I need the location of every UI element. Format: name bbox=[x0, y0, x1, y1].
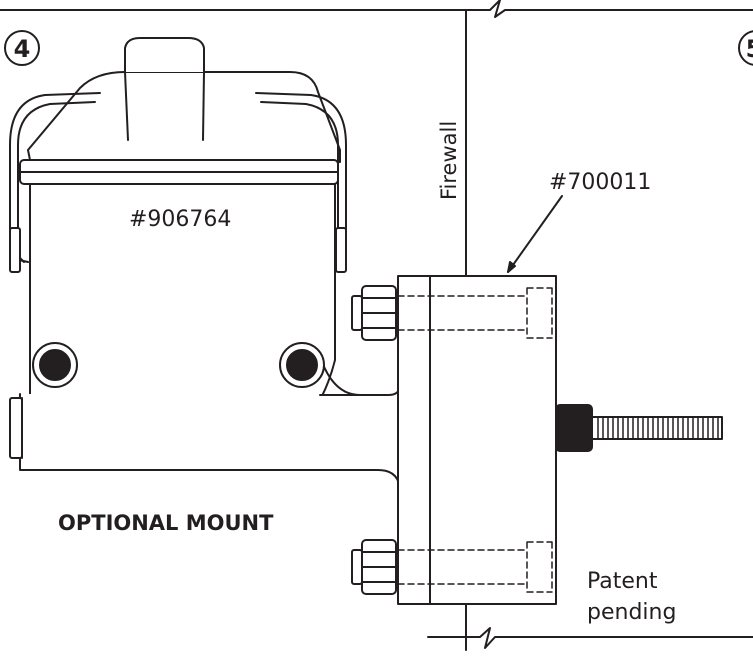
hidden-bolt-top bbox=[397, 287, 553, 339]
optional-mount-caption: OPTIONAL MOUNT bbox=[58, 511, 274, 535]
adapter-leader bbox=[507, 195, 563, 273]
hidden-bolt-bottom bbox=[397, 541, 553, 593]
bail-wire-right bbox=[255, 92, 347, 263]
patent-line-1: Patent bbox=[587, 569, 658, 594]
master-cylinder bbox=[9, 37, 417, 576]
reservoir-cap bbox=[27, 71, 341, 163]
bottom-break-line bbox=[427, 627, 753, 649]
rod-threads bbox=[597, 417, 719, 439]
adapter-part-number: #700011 bbox=[549, 170, 652, 195]
step-4-badge: 4 bbox=[4, 30, 40, 66]
cap-center-raised bbox=[124, 37, 205, 73]
step-4-number: 4 bbox=[14, 35, 31, 63]
firewall-label: Firewall bbox=[437, 120, 461, 200]
pushrod-assembly bbox=[555, 404, 723, 452]
patent-line-2: pending bbox=[587, 600, 677, 625]
master-cylinder-part-number: #906764 bbox=[129, 207, 232, 232]
bail-wire-left bbox=[9, 92, 101, 263]
threaded-rod bbox=[591, 416, 723, 440]
step-5-number: 5 bbox=[746, 35, 753, 63]
plate-outer bbox=[397, 275, 557, 605]
top-border-line bbox=[0, 0, 753, 18]
rubber-boot bbox=[555, 404, 593, 452]
bolt-head-bottom bbox=[351, 539, 397, 595]
adapter-plate bbox=[351, 275, 557, 605]
step-5-badge: 5 bbox=[738, 30, 753, 66]
bolt-head-top bbox=[351, 285, 397, 341]
